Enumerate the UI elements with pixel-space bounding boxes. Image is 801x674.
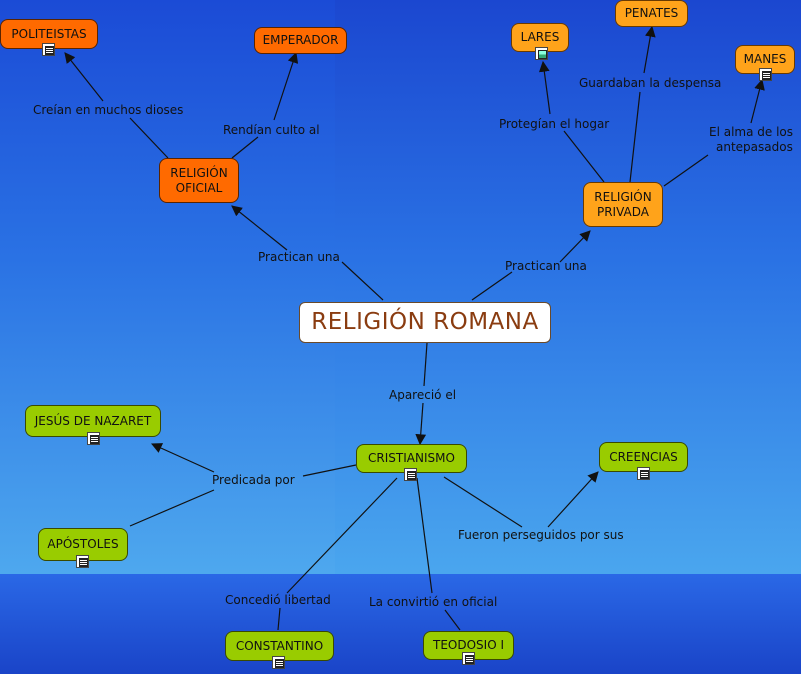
text-document-icon[interactable] (404, 468, 417, 481)
text-document-icon[interactable] (87, 432, 100, 445)
link-privada-to-alma (663, 154, 709, 187)
text-document-icon[interactable] (42, 43, 55, 56)
text-document-icon[interactable] (76, 555, 89, 568)
text-document-icon[interactable] (637, 467, 650, 480)
link-label-practican-privada: Practican una (505, 259, 587, 273)
link-label-alma-line-2: antepasados (716, 140, 793, 154)
link-rendian-to-emperador (273, 51, 299, 121)
link-label-creian: Creían en muchos dioses (33, 103, 184, 117)
link-label-perseguidos: Fueron perseguidos por sus (458, 528, 624, 542)
link-convirtio-to-teodosio (444, 609, 461, 631)
link-oficial-to-rendian (231, 136, 259, 159)
bg-bottom-right (335, 574, 801, 674)
concept-emperador[interactable]: EMPERADOR (254, 27, 347, 54)
link-root-to-aparecio (423, 342, 428, 387)
link-perseguidos-to-creencias (547, 471, 599, 528)
link-label-aparecio: Apareció el (389, 388, 457, 402)
concept-religion-romana[interactable]: RELIGIÓN ROMANA (299, 302, 551, 343)
concept-penates[interactable]: PENATES (615, 0, 688, 27)
link-cristianismo-to-convirtio (416, 477, 433, 594)
link-oficial-to-creian (129, 117, 169, 159)
link-cristianismo-to-concedio (286, 477, 398, 594)
link-label-guardaban: Guardaban la despensa (579, 76, 722, 90)
link-predicada-to-jesus (151, 443, 215, 473)
link-aparecio-to-cristianismo (415, 402, 427, 446)
link-practican-to-religion-privada (559, 230, 591, 263)
concept-manes[interactable]: MANES (735, 45, 795, 74)
link-root-to-practican-oficial (341, 261, 384, 301)
link-label-protegian: Protegían el hogar (499, 117, 610, 131)
link-label-alma-line-1: El alma de los (709, 125, 794, 139)
link-practican-to-religion-oficial (231, 205, 288, 251)
link-concedio-to-constantino (277, 607, 281, 631)
text-document-icon[interactable] (272, 656, 285, 669)
text-document-icon[interactable] (759, 68, 772, 81)
link-cristianismo-to-predicada (302, 464, 357, 477)
text-document-icon[interactable] (462, 652, 475, 665)
link-label-concedio: Concedió libertad (225, 593, 331, 607)
link-label-convirtio: La convirtió en oficial (369, 595, 498, 609)
bg-top-left (0, 0, 335, 574)
link-alma-to-manes (750, 78, 765, 124)
link-root-to-practican-privada (471, 271, 513, 301)
link-privada-to-protegian (563, 130, 605, 183)
link-privada-to-guardaban (629, 91, 641, 183)
link-protegian-to-lares (538, 60, 551, 115)
link-predicada-to-apostoles (129, 489, 215, 527)
concept-religion-oficial[interactable]: RELIGIÓN OFICIAL (159, 158, 239, 203)
link-label-predicada: Predicada por (212, 473, 295, 487)
link-creian-to-politeistas (64, 52, 104, 102)
link-guardaban-to-penates (643, 25, 656, 74)
image-icon[interactable] (535, 47, 548, 60)
link-cristianismo-to-perseguidos (443, 476, 523, 528)
link-label-rendian: Rendían culto al (223, 123, 320, 137)
concept-religion-privada[interactable]: RELIGIÓN PRIVADA (583, 182, 663, 227)
link-label-practican-oficial: Practican una (258, 250, 340, 264)
